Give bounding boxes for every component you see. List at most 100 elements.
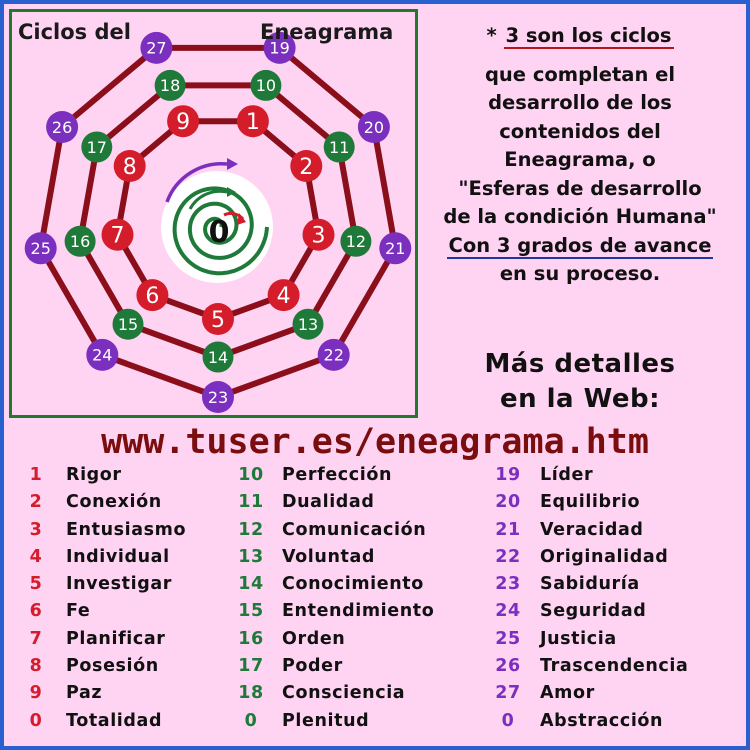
legend-word: Abstracción xyxy=(540,710,664,731)
legend-row: 25 Justicia xyxy=(488,626,688,653)
ring-node: 26 xyxy=(46,111,79,143)
ring-node-label: 7 xyxy=(111,224,125,249)
ring-node: 4 xyxy=(267,279,300,312)
website-link[interactable]: www.tuser.es/eneagrama.htm xyxy=(101,422,649,462)
ring-node: 25 xyxy=(24,232,57,265)
ring-node-label: 15 xyxy=(118,315,138,334)
outer-arrow-head xyxy=(227,158,238,170)
more-details: Más detalles en la Web: xyxy=(419,347,741,417)
ring-node: 10 xyxy=(250,69,282,101)
legend-word: Consciencia xyxy=(282,683,406,704)
more-line-2: en la Web: xyxy=(499,384,661,414)
legend-number: 0 xyxy=(244,710,258,731)
legend-word: Entendimiento xyxy=(282,601,435,622)
ring-node-label: 20 xyxy=(364,118,384,137)
legend-word: Totalidad xyxy=(66,710,163,731)
ring-node-label: 5 xyxy=(211,308,225,333)
ring-node-circle xyxy=(24,232,57,265)
ring-node: 5 xyxy=(202,303,234,335)
legend-word: Rigor xyxy=(66,465,122,485)
ring-node-circle xyxy=(317,338,350,371)
ring-node-label: 22 xyxy=(324,346,344,365)
ring-node: 19 xyxy=(263,31,296,64)
ring-node-label: 10 xyxy=(256,76,276,95)
ring-node: 8 xyxy=(113,150,146,182)
ring-node-label: 2 xyxy=(299,155,313,180)
description-line-6: "Esferas de desarrollo xyxy=(458,176,702,200)
ring-node-circle xyxy=(86,338,119,371)
ring-node-circle xyxy=(167,105,200,138)
legend-number: 13 xyxy=(238,546,264,567)
ring-node-label: 14 xyxy=(208,348,228,367)
ring-inner-outline xyxy=(114,118,322,322)
legend-number: 3 xyxy=(29,519,43,540)
ring-node-circle xyxy=(64,225,96,257)
ring-node-circle xyxy=(357,111,390,143)
legend-number: 2 xyxy=(29,492,43,513)
description-underlined-1: 3 son los ciclos xyxy=(503,24,674,49)
rings-layer: 1234567891011121314151617181920212223242… xyxy=(24,31,412,413)
diagram-title-left: Ciclos del xyxy=(18,20,131,44)
more-line-1: Más detalles xyxy=(484,349,676,379)
ring-node-circle xyxy=(202,381,234,413)
ring-node: 11 xyxy=(323,131,355,163)
ring-node-label: 21 xyxy=(385,239,405,258)
ring-node-label: 19 xyxy=(269,39,289,58)
legend-number: 25 xyxy=(495,628,521,649)
legend-word: Poder xyxy=(282,656,343,677)
legend-word: Entusiasmo xyxy=(66,519,187,540)
ring-node-label: 11 xyxy=(329,138,349,157)
ring-node-circle xyxy=(236,105,269,138)
ring-node-circle xyxy=(46,111,79,143)
center-zero-label: 0 xyxy=(209,215,230,250)
ring-node-label: 4 xyxy=(277,284,291,309)
legend-number: 11 xyxy=(238,492,264,513)
ring-node-circle xyxy=(323,131,355,163)
description-line-8: Con 3 grados de avance xyxy=(419,232,741,261)
legend-number: 12 xyxy=(238,519,264,540)
legend-number: 26 xyxy=(495,656,521,677)
legend-word: Investigar xyxy=(66,574,172,595)
ring-node: 22 xyxy=(317,338,350,371)
ring-node: 23 xyxy=(202,381,234,413)
ring-node-circle xyxy=(250,69,282,101)
ring-node: 21 xyxy=(379,232,412,265)
ring-node-circle xyxy=(113,150,146,182)
spiral-line xyxy=(172,186,269,276)
ring-node-label: 18 xyxy=(160,76,180,95)
legend-word: Plenitud xyxy=(282,710,370,731)
ring-node: 16 xyxy=(64,225,96,257)
legend-word: Sabiduría xyxy=(540,574,640,595)
legend-number: 4 xyxy=(29,546,43,567)
legend-word: Justicia xyxy=(540,628,617,649)
legend-number: 24 xyxy=(495,601,521,622)
ring-node-circle xyxy=(302,218,335,251)
ring-outer-outline xyxy=(37,44,399,400)
ring-node-label: 26 xyxy=(52,118,72,137)
ring-node-circle xyxy=(202,303,234,335)
diagram-title-right: Eneagrama xyxy=(260,20,394,44)
legend-word: Equilibrio xyxy=(540,492,641,513)
ring-node-label: 9 xyxy=(176,110,190,135)
legend-word: Fe xyxy=(66,601,91,622)
ring-node: 12 xyxy=(340,225,372,257)
inner-arrow-head xyxy=(237,213,246,225)
ring-node-circle xyxy=(81,131,113,163)
ring-node: 15 xyxy=(112,308,144,340)
